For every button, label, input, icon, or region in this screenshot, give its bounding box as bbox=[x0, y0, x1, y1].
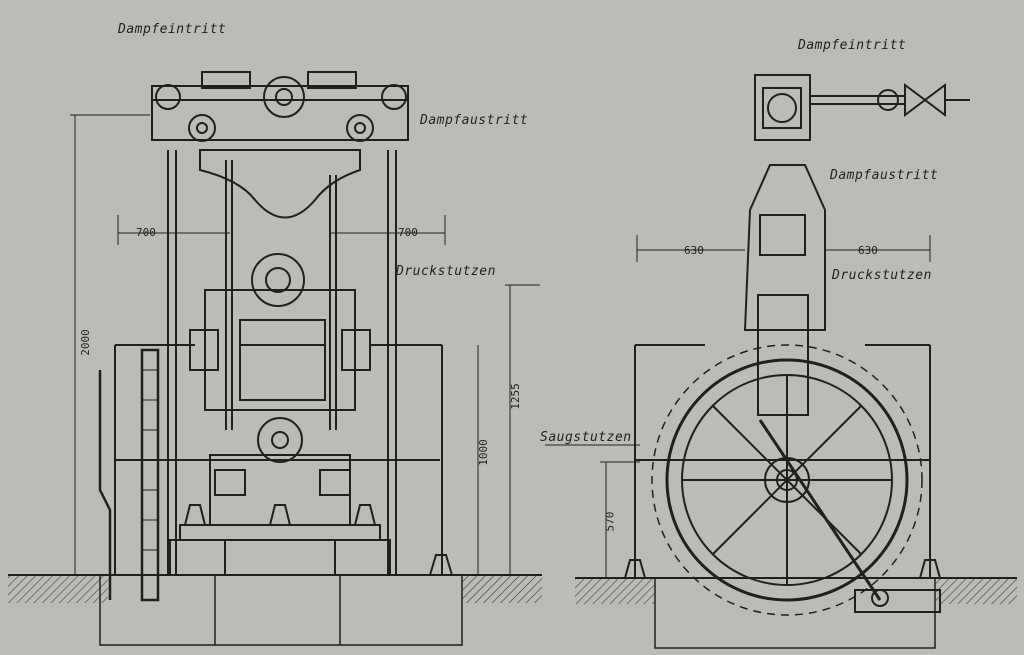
dim-side-right-width: 630 bbox=[858, 244, 878, 257]
foundation bbox=[169, 539, 391, 576]
front-dimension-lines bbox=[70, 114, 540, 575]
connecting-rod bbox=[758, 419, 882, 601]
valve-chest-left bbox=[189, 329, 219, 371]
dim-front-mid-height: 1000 bbox=[476, 439, 490, 466]
dim-front-right-width: 700 bbox=[398, 226, 418, 239]
label-steam-outlet-side: Dampfaustritt bbox=[830, 168, 939, 183]
label-suction: Saugstutzen bbox=[540, 430, 632, 445]
arched-crosshead bbox=[199, 149, 361, 219]
dim-side-suction-height: 570 bbox=[603, 511, 617, 532]
ground-left bbox=[8, 575, 108, 603]
dim-side-left-width: 630 bbox=[684, 244, 704, 257]
inlet-valve bbox=[904, 83, 946, 117]
side-elevation-view bbox=[575, 74, 1017, 649]
top-beam bbox=[151, 85, 409, 141]
steam-chest-top bbox=[754, 74, 811, 141]
label-steam-outlet-front: Dampfaustritt bbox=[420, 113, 529, 128]
ground-side-left bbox=[575, 578, 655, 604]
ground-side-right bbox=[935, 578, 1017, 604]
rack bbox=[140, 348, 160, 602]
pump-body bbox=[209, 454, 351, 526]
valve-chest-right bbox=[341, 329, 371, 371]
dim-front-left-width: 700 bbox=[136, 226, 156, 239]
top-bearing-left bbox=[155, 84, 181, 110]
side-dimension-lines bbox=[545, 235, 931, 578]
label-steam-inlet-front: Dampfeintritt bbox=[118, 22, 227, 37]
ground-right bbox=[462, 575, 542, 603]
flywheel bbox=[665, 358, 909, 602]
central-flange bbox=[251, 253, 305, 307]
label-discharge-side: Druckstutzen bbox=[832, 268, 932, 283]
label-steam-inlet-side: Dampfeintritt bbox=[798, 38, 907, 53]
label-discharge-front: Druckstutzen bbox=[396, 264, 496, 279]
dim-front-total-height: 2000 bbox=[78, 329, 92, 356]
side-frame bbox=[743, 164, 826, 331]
foundation-pit bbox=[99, 574, 463, 646]
cylinder-block bbox=[204, 289, 356, 411]
dim-front-outlet-height: 1255 bbox=[508, 383, 522, 410]
front-elevation-view bbox=[8, 71, 542, 646]
